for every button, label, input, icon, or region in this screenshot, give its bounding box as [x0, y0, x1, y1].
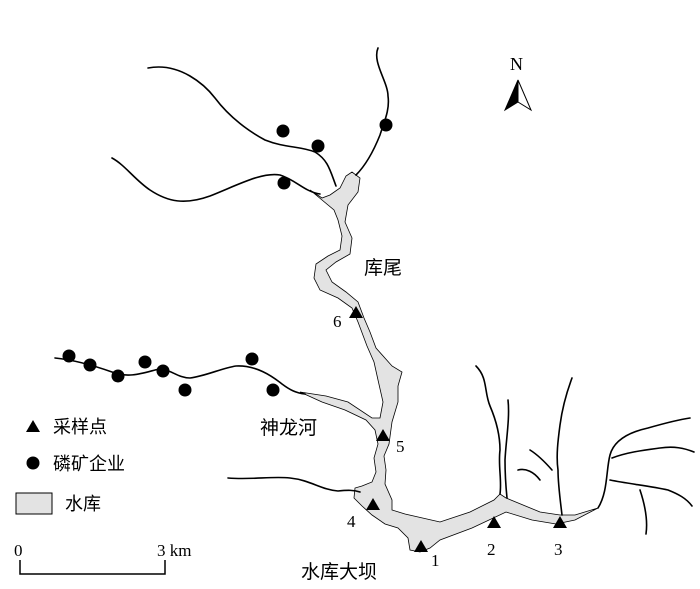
- river-shenlong: [54, 357, 306, 395]
- mine-marker: [62, 349, 76, 363]
- river-east-3b: [611, 446, 695, 459]
- sampling-site-4: [366, 498, 380, 510]
- mine-marker: [276, 124, 290, 138]
- site-number-6: 6: [333, 312, 342, 331]
- north-arrow-right-half: [517, 79, 533, 112]
- north-arrow-left-half: [503, 79, 519, 112]
- sampling-site-markers: [349, 306, 567, 552]
- site-number-4: 4: [347, 512, 356, 531]
- river-east-3d: [639, 489, 648, 535]
- sampling-site-6: [349, 306, 363, 318]
- scale-bar-end: 3 km: [157, 541, 191, 560]
- scale-bar-start: 0: [14, 541, 23, 560]
- mine-marker: [138, 355, 152, 369]
- label-dam: 水库大坝: [301, 561, 377, 583]
- phosphate-mine-markers: [62, 118, 393, 397]
- legend-circle-icon: [26, 456, 40, 470]
- label-shenlong-river: 神龙河: [260, 417, 317, 439]
- scale-bar: 0 3 km: [14, 541, 191, 575]
- mine-marker: [83, 358, 97, 372]
- river-east-3c: [609, 479, 693, 507]
- river-network: [54, 47, 695, 535]
- mine-marker: [156, 364, 170, 378]
- river-east-2: [556, 377, 573, 516]
- mine-marker: [379, 118, 393, 132]
- label-reservoir-tail: 库尾: [364, 257, 402, 279]
- north-arrow: N: [503, 54, 533, 112]
- site-number-1: 1: [431, 551, 440, 570]
- legend-reservoir-swatch: [15, 492, 53, 515]
- sampling-site-2: [487, 516, 501, 528]
- legend-sampling-point: 采样点: [53, 417, 107, 438]
- river-lower-west: [227, 476, 361, 493]
- reservoir-water-body: [299, 171, 599, 553]
- sampling-site-3: [553, 516, 567, 528]
- sampling-site-5: [376, 429, 390, 441]
- legend-triangle-icon: [26, 420, 40, 432]
- river-east-2b: [529, 449, 553, 471]
- site-number-5: 5: [396, 437, 405, 456]
- site-number-labels: 1 2 3 4 5 6: [333, 312, 563, 570]
- river-upper-north: [355, 47, 390, 176]
- site-number-2: 2: [487, 540, 496, 559]
- mine-marker: [311, 139, 325, 153]
- river-east-1b: [504, 399, 510, 499]
- legend: 采样点 磷矿企业 水库: [15, 417, 125, 515]
- legend-reservoir: 水库: [65, 494, 101, 515]
- legend-phosphate-mine: 磷矿企业: [53, 454, 125, 475]
- north-label: N: [510, 54, 523, 74]
- mine-marker: [245, 352, 259, 366]
- river-middle-west: [111, 157, 321, 202]
- river-east-2c: [517, 468, 541, 481]
- mine-marker: [178, 383, 192, 397]
- mine-marker: [111, 369, 125, 383]
- mine-marker: [277, 176, 291, 190]
- river-east-3: [597, 417, 691, 509]
- scale-bar-line: [19, 560, 166, 575]
- mine-marker: [266, 383, 280, 397]
- site-number-3: 3: [554, 540, 563, 559]
- sampling-site-1: [414, 540, 428, 552]
- river-upper-west: [147, 66, 337, 187]
- river-east-1: [475, 365, 502, 495]
